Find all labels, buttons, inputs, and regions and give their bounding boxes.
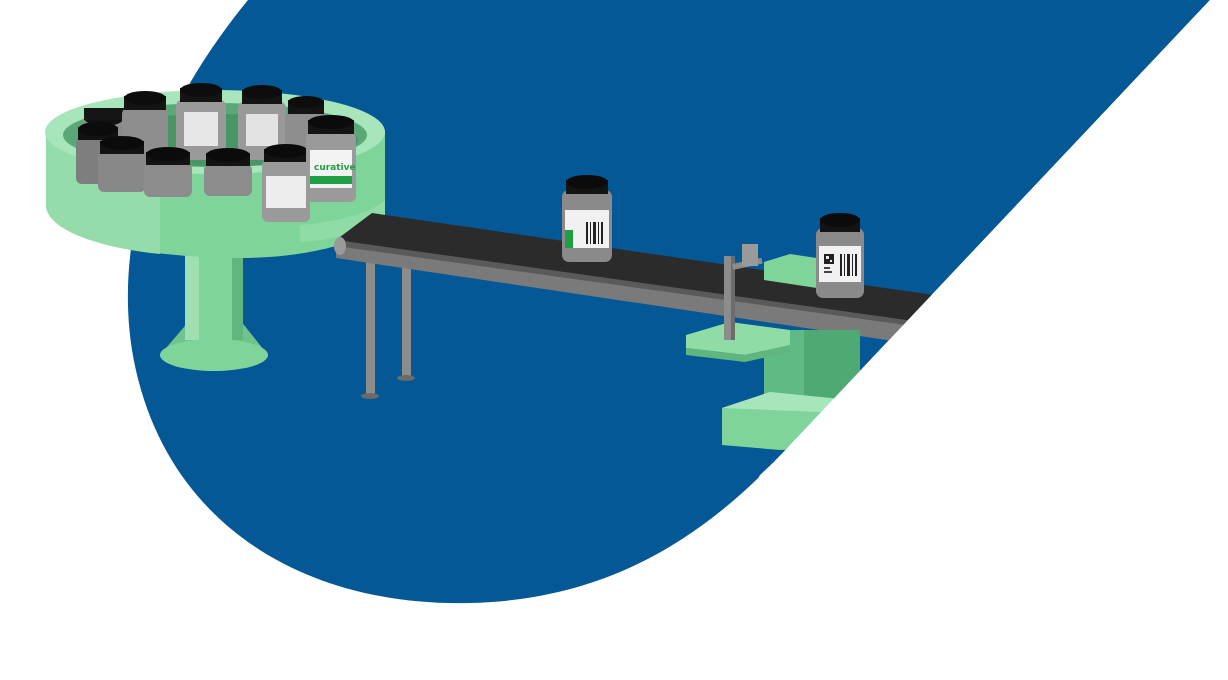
bowl-bottle bbox=[204, 148, 252, 196]
scanner-head bbox=[742, 244, 758, 266]
bowl-bottle bbox=[98, 136, 146, 192]
rotary-table-base-top bbox=[160, 339, 268, 371]
rotary-bottle-table: curative bbox=[45, 83, 385, 371]
curative-label-text: curative bbox=[314, 163, 356, 173]
conveyor-belt bbox=[336, 213, 940, 322]
conveyor-leg bbox=[366, 255, 375, 395]
conveyor-bottle-1 bbox=[562, 175, 612, 262]
scanner-post bbox=[724, 256, 732, 340]
white-diagonal-cut bbox=[760, 0, 1228, 680]
bowl-bottle bbox=[262, 144, 310, 222]
bowl-bottles: curative bbox=[76, 83, 356, 222]
bowl-bottle bbox=[176, 83, 226, 160]
conveyor bbox=[334, 213, 940, 399]
qr-code-icon bbox=[824, 254, 834, 273]
bowl-bottle bbox=[144, 147, 192, 197]
conveyor-leg bbox=[402, 262, 411, 377]
curative-bottle: curative bbox=[306, 115, 356, 202]
conveyor-bottle-2 bbox=[816, 213, 864, 298]
barcode-icon bbox=[840, 254, 857, 276]
labeler-platform bbox=[686, 322, 790, 355]
barcode-icon bbox=[586, 222, 603, 244]
